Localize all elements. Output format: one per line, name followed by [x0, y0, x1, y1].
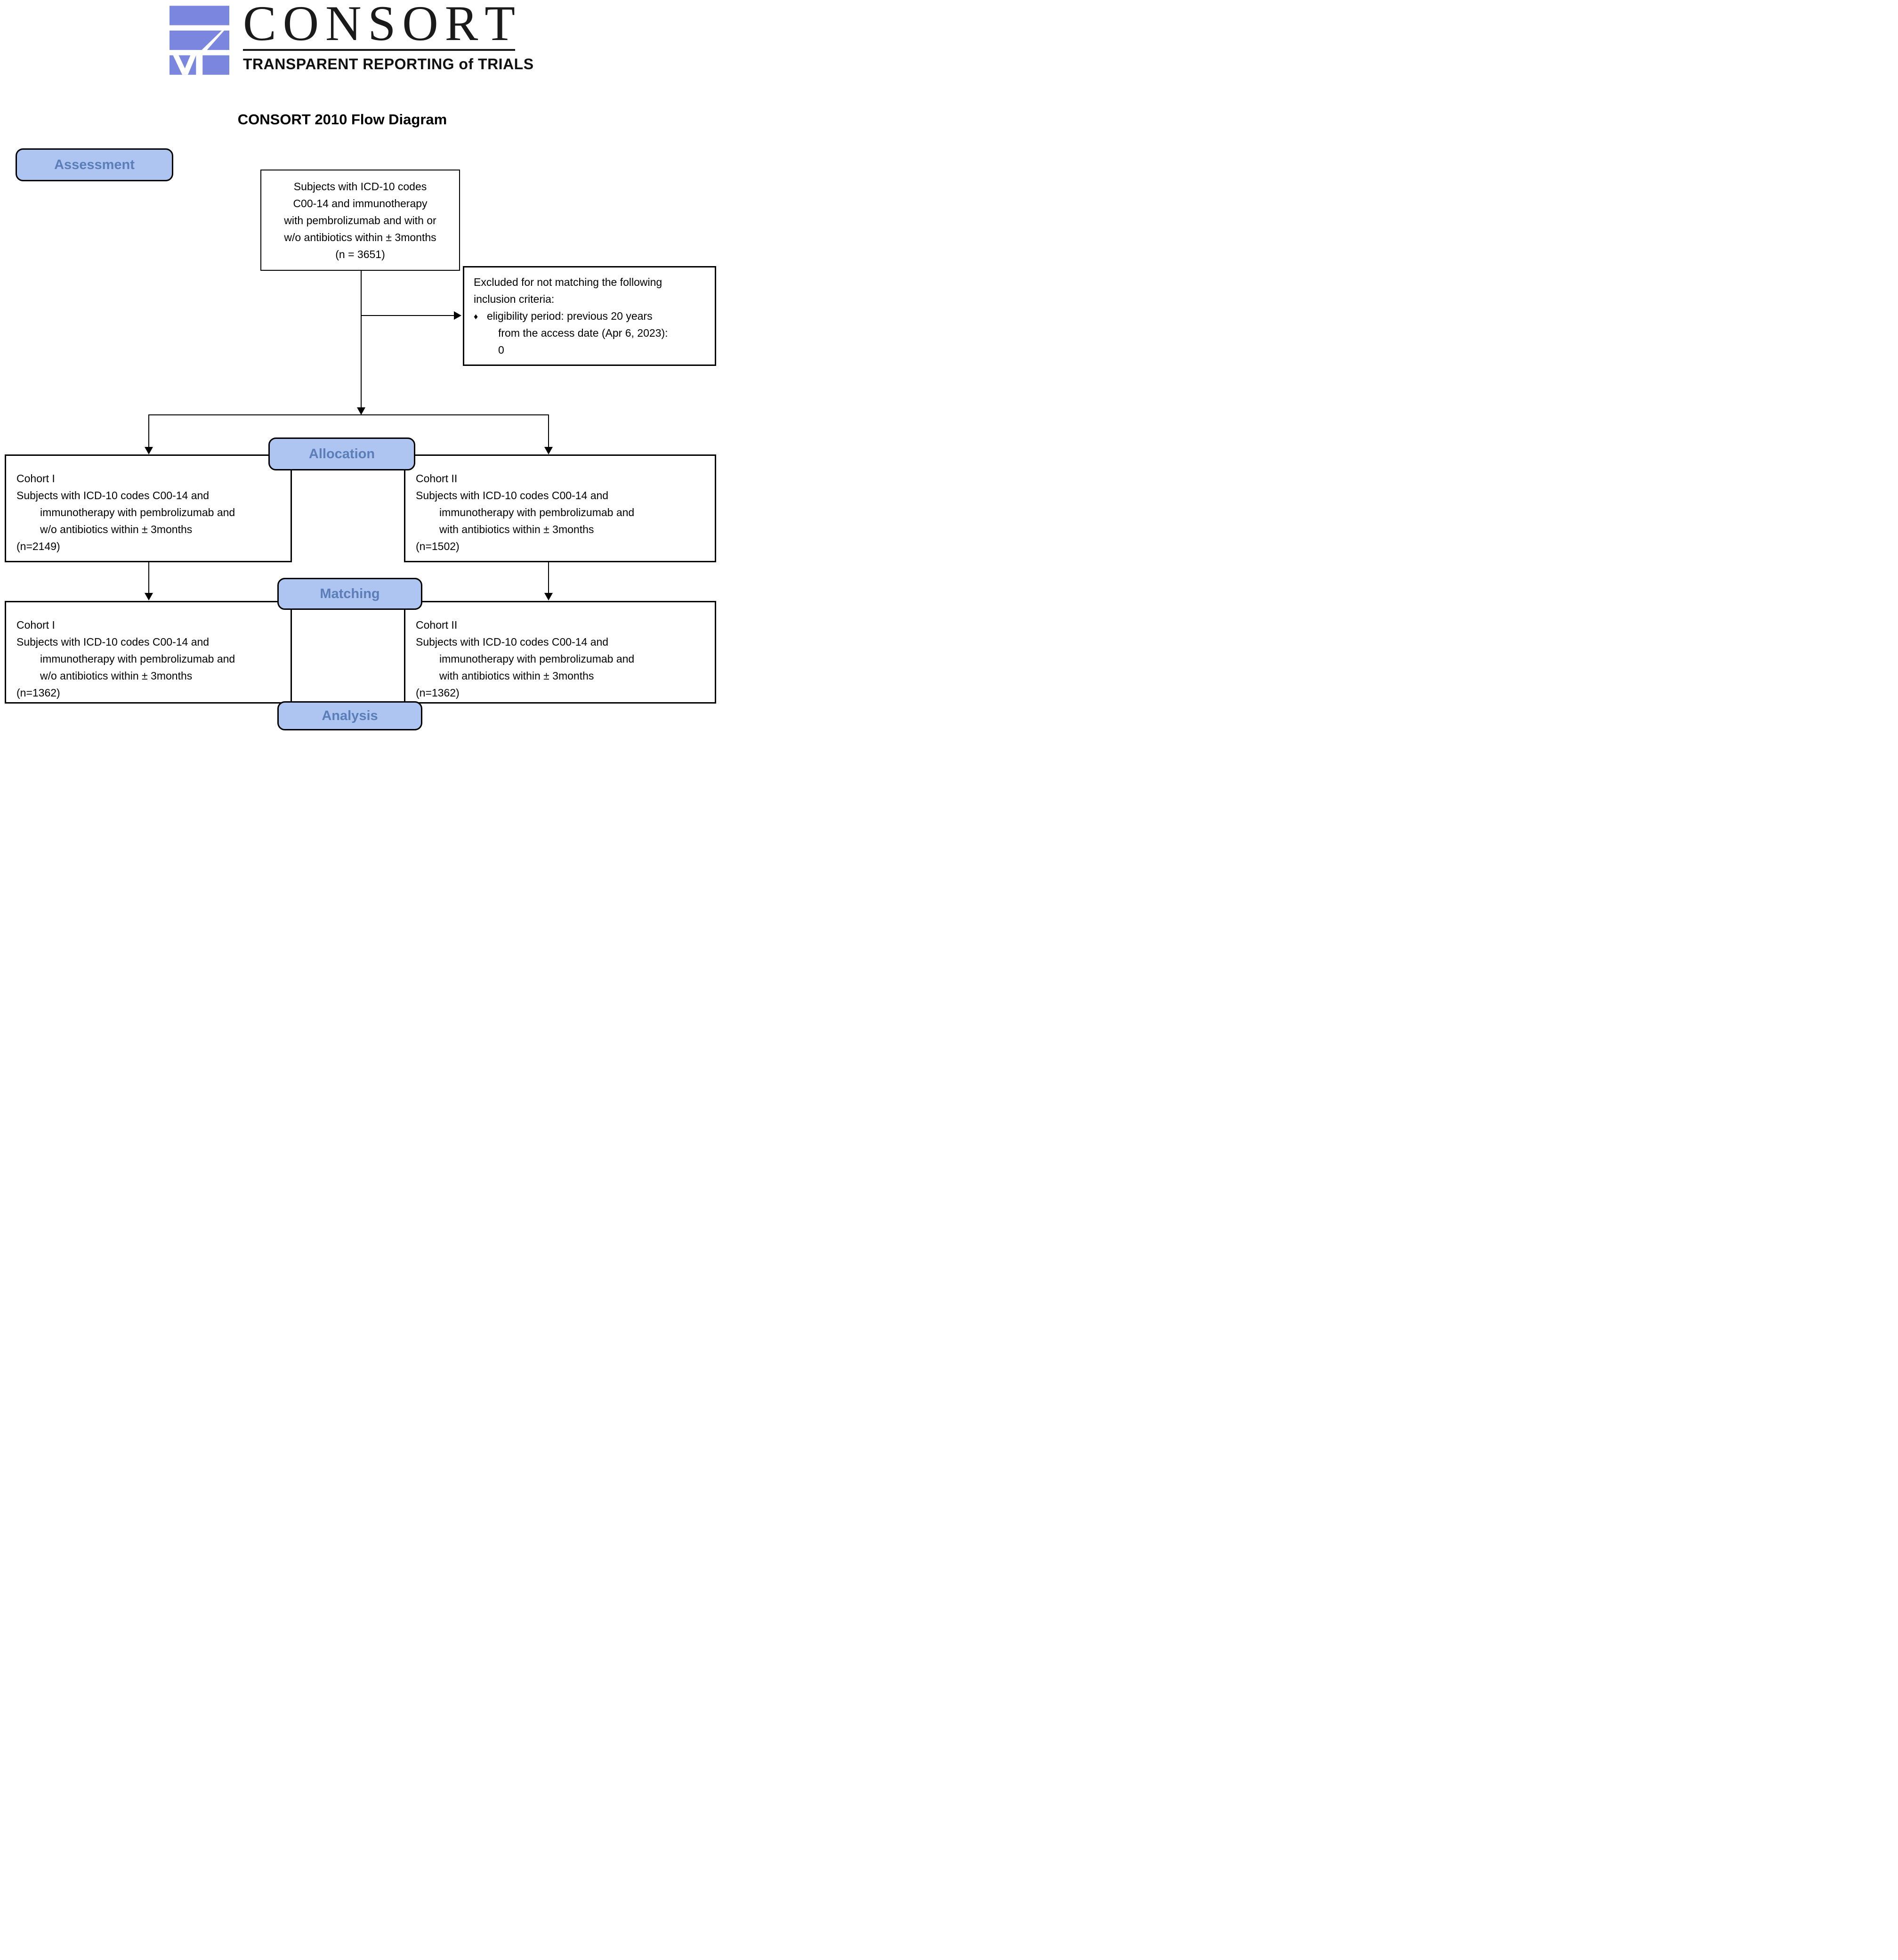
arrowhead-into-cohort1-matching — [145, 593, 153, 600]
cohort-heading: Cohort I — [16, 472, 55, 485]
enrollment-line: Subjects with ICD-10 codes — [293, 180, 427, 193]
wordmark-letter: O — [402, 0, 438, 51]
stage-label-allocation: Allocation — [268, 437, 415, 470]
cohort-line: with antibiotics within ± 3months — [439, 523, 594, 535]
wordmark-letter: R — [444, 0, 478, 51]
cohort-count: (n=1362) — [416, 687, 460, 699]
connector-right-allocation-down — [548, 414, 549, 447]
logo-divider — [243, 49, 515, 51]
cohort-line: immunotherapy with pembrolizumab and — [439, 506, 635, 518]
cohort-line: Subjects with ICD-10 codes C00-14 and — [16, 489, 210, 502]
cohort-count: (n=2149) — [16, 540, 60, 552]
excluded-bullet-continuation: from the access date (Apr 6, 2023): — [498, 327, 668, 339]
arrowhead-into-cohort1-allocation — [145, 447, 153, 454]
stage-label-analysis: Analysis — [277, 701, 422, 730]
cohort-heading: Cohort II — [416, 619, 458, 631]
consort-flow-diagram-page: C O N S O R T TRANSPARENT REPORTING of T… — [0, 0, 721, 745]
cohort-line: immunotherapy with pembrolizumab and — [439, 653, 635, 665]
enrollment-line: C00-14 and immunotherapy — [293, 197, 428, 210]
arrowhead-into-cohort2-matching — [544, 593, 553, 600]
enrollment-box: Subjects with ICD-10 codes C00-14 and im… — [260, 170, 460, 271]
connector-excluded-branch — [362, 315, 455, 316]
arrowhead-into-cohort2-allocation — [544, 447, 553, 454]
excluded-line: inclusion criteria: — [474, 293, 555, 305]
page-title: CONSORT 2010 Flow Diagram — [237, 111, 447, 128]
consort-logo-checkmark-icon — [170, 6, 229, 75]
excluded-box: Excluded for not matching the following … — [463, 266, 716, 366]
excluded-line: Excluded for not matching the following — [474, 276, 662, 288]
diamond-bullet-icon: ♦ — [474, 312, 478, 321]
cohort1-allocation-box: Cohort I Subjects with ICD-10 codes C00-… — [5, 454, 292, 562]
arrowhead-into-excluded — [454, 311, 461, 320]
connector-enrollment-down — [361, 271, 362, 415]
cohort-heading: Cohort II — [416, 472, 458, 485]
connector-distribution — [148, 414, 549, 415]
enrollment-count: (n = 3651) — [335, 248, 385, 260]
cohort-line: immunotherapy with pembrolizumab and — [40, 506, 235, 518]
cohort-line: w/o antibiotics within ± 3months — [40, 670, 193, 682]
consort-logo-icon — [170, 6, 229, 75]
stage-label-matching: Matching — [277, 578, 422, 610]
arrowhead-to-distribution — [357, 407, 365, 415]
cohort-line: Subjects with ICD-10 codes C00-14 and — [416, 636, 609, 648]
connector-left-matching-down — [148, 562, 149, 593]
cohort2-matching-box: Cohort II Subjects with ICD-10 codes C00… — [404, 601, 716, 704]
cohort2-allocation-box: Cohort II Subjects with ICD-10 codes C00… — [404, 454, 716, 562]
cohort-line: immunotherapy with pembrolizumab and — [40, 653, 235, 665]
connector-right-matching-down — [548, 562, 549, 593]
cohort-line: with antibiotics within ± 3months — [439, 670, 594, 682]
connector-left-allocation-down — [148, 414, 149, 447]
cohort-line: Subjects with ICD-10 codes C00-14 and — [16, 636, 210, 648]
wordmark-letter: S — [368, 0, 396, 51]
wordmark-letter: O — [283, 0, 319, 51]
cohort-count: (n=1362) — [16, 687, 60, 699]
logo-subtitle: TRANSPARENT REPORTING of TRIALS — [243, 56, 534, 73]
cohort-heading: Cohort I — [16, 619, 55, 631]
wordmark-letter: N — [325, 0, 362, 51]
cohort1-matching-box: Cohort I Subjects with ICD-10 codes C00-… — [5, 601, 292, 704]
cohort-count: (n=1502) — [416, 540, 460, 552]
cohort-line: w/o antibiotics within ± 3months — [40, 523, 193, 535]
excluded-bullet-row: ♦ eligibility period: previous 20 years — [464, 308, 706, 324]
enrollment-line: with pembrolizumab and with or — [284, 214, 436, 227]
wordmark-letter: C — [243, 0, 276, 51]
excluded-bullet-value: 0 — [498, 344, 504, 356]
excluded-bullet-text: eligibility period: previous 20 years — [487, 310, 653, 322]
stage-label-assessment: Assessment — [16, 148, 173, 181]
consort-wordmark: C O N S O R T — [243, 0, 515, 51]
cohort-line: Subjects with ICD-10 codes C00-14 and — [416, 489, 609, 502]
wordmark-letter: T — [485, 0, 515, 51]
enrollment-line: w/o antibiotics within ± 3months — [284, 231, 436, 243]
